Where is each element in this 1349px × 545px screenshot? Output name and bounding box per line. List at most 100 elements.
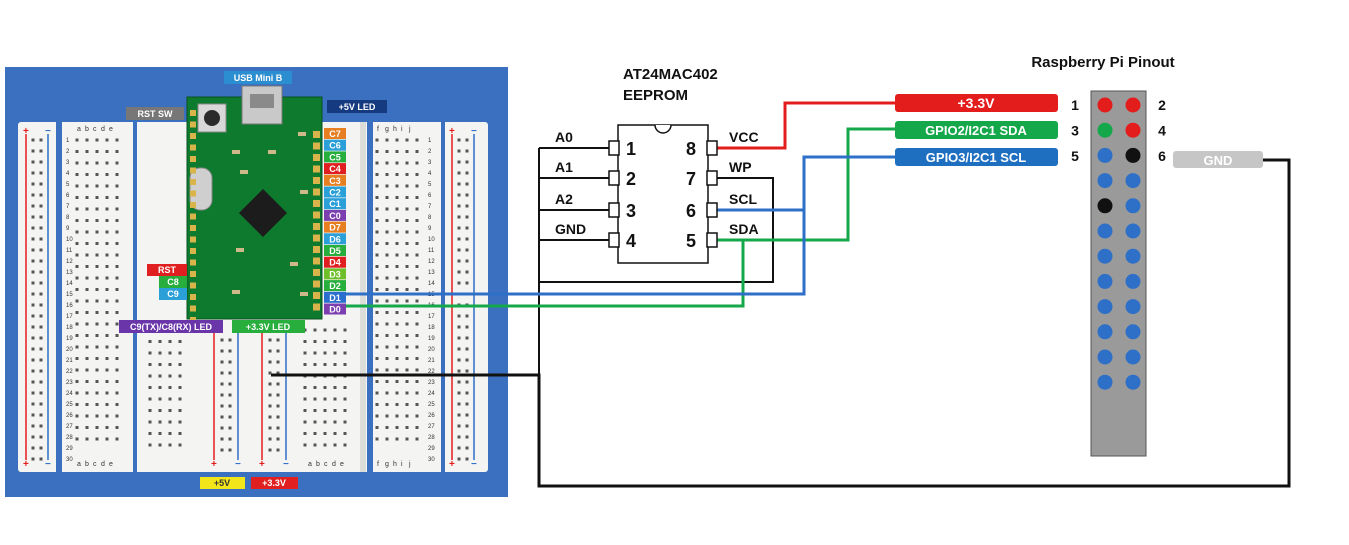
hole (268, 448, 272, 452)
hole (228, 371, 232, 375)
hole (268, 404, 272, 408)
hole (405, 334, 409, 337)
header-pad (190, 190, 196, 197)
hole (385, 207, 389, 211)
hole (343, 328, 347, 332)
hole (323, 351, 327, 355)
hole (457, 281, 461, 285)
usb-port (250, 94, 274, 108)
hole (385, 150, 389, 153)
hole (465, 149, 469, 153)
hole (415, 322, 419, 326)
hole (395, 345, 399, 349)
hole (385, 265, 389, 268)
hole (31, 435, 35, 439)
hole (95, 219, 99, 222)
pin-4-pad (608, 232, 620, 248)
hole (115, 173, 119, 176)
hole (465, 446, 469, 450)
hole (105, 391, 109, 395)
led5v-tag: +5V LED (327, 100, 387, 113)
hole (95, 311, 99, 314)
hole (415, 403, 419, 406)
header-pin (1125, 97, 1141, 113)
header-pad (190, 282, 196, 289)
hole (85, 242, 89, 245)
hole (105, 322, 109, 326)
hole (75, 242, 79, 245)
hole (465, 336, 469, 340)
row-number: 16 (66, 303, 73, 309)
hole (385, 276, 389, 280)
port-pin-tag (324, 186, 346, 198)
hole (375, 334, 379, 337)
hole (395, 437, 399, 441)
hole (405, 196, 409, 199)
column-letter: c (93, 461, 97, 468)
hole (457, 457, 461, 461)
column-letter: a (77, 461, 81, 468)
port-pin-label: C5 (329, 152, 341, 162)
hole (375, 161, 379, 165)
hole (31, 193, 35, 197)
hole (375, 184, 379, 188)
row-number: 7 (428, 204, 432, 210)
hole (343, 351, 347, 355)
header-pad (313, 234, 320, 242)
c8-tag: C8 (159, 276, 187, 288)
hole (465, 402, 469, 406)
port-pin-label: C4 (329, 164, 341, 174)
rail-sign: − (45, 459, 51, 470)
hole (105, 426, 109, 429)
hole (105, 345, 109, 349)
column-letter: h (393, 126, 397, 133)
row-number: 6 (428, 193, 432, 199)
hole (115, 311, 119, 314)
hole (457, 413, 461, 417)
hole (75, 173, 79, 176)
row-number: 7 (66, 204, 70, 210)
row-number: 9 (428, 226, 432, 232)
wp-wire (539, 177, 774, 283)
hole (115, 253, 119, 257)
hole (303, 397, 307, 401)
row-number: 30 (428, 457, 435, 463)
hole (276, 338, 280, 342)
hole (457, 369, 461, 373)
hole (115, 437, 119, 441)
hole (105, 230, 109, 234)
hole (405, 207, 409, 211)
hole (375, 253, 379, 257)
hole (148, 443, 152, 447)
hole (385, 288, 389, 291)
hole (39, 446, 43, 450)
led33-tag: +3.3V LED (232, 320, 305, 333)
port-pin-tag (324, 151, 346, 163)
hole (405, 173, 409, 176)
hole (415, 426, 419, 429)
hole (385, 391, 389, 395)
hole (75, 265, 79, 268)
hole (168, 363, 172, 366)
hole (85, 230, 89, 234)
row-number: 26 (66, 413, 73, 419)
port-pin-tag (324, 139, 346, 151)
pin-6-label: SCL (729, 191, 757, 207)
txrx-led-label: C9(TX)/C8(RX) LED (130, 322, 213, 332)
hole (385, 368, 389, 372)
pin-2-number: 2 (626, 169, 636, 189)
header-pad (190, 225, 196, 231)
hole (415, 380, 419, 383)
hole (85, 322, 89, 326)
hole (168, 340, 172, 343)
hole (95, 196, 99, 199)
hole (105, 334, 109, 337)
row-number: 13 (428, 270, 435, 276)
pin-3-pad (608, 202, 620, 218)
hole (375, 173, 379, 176)
led33-label: +3.3V LED (246, 322, 291, 332)
port-pin-label: D4 (329, 258, 341, 268)
